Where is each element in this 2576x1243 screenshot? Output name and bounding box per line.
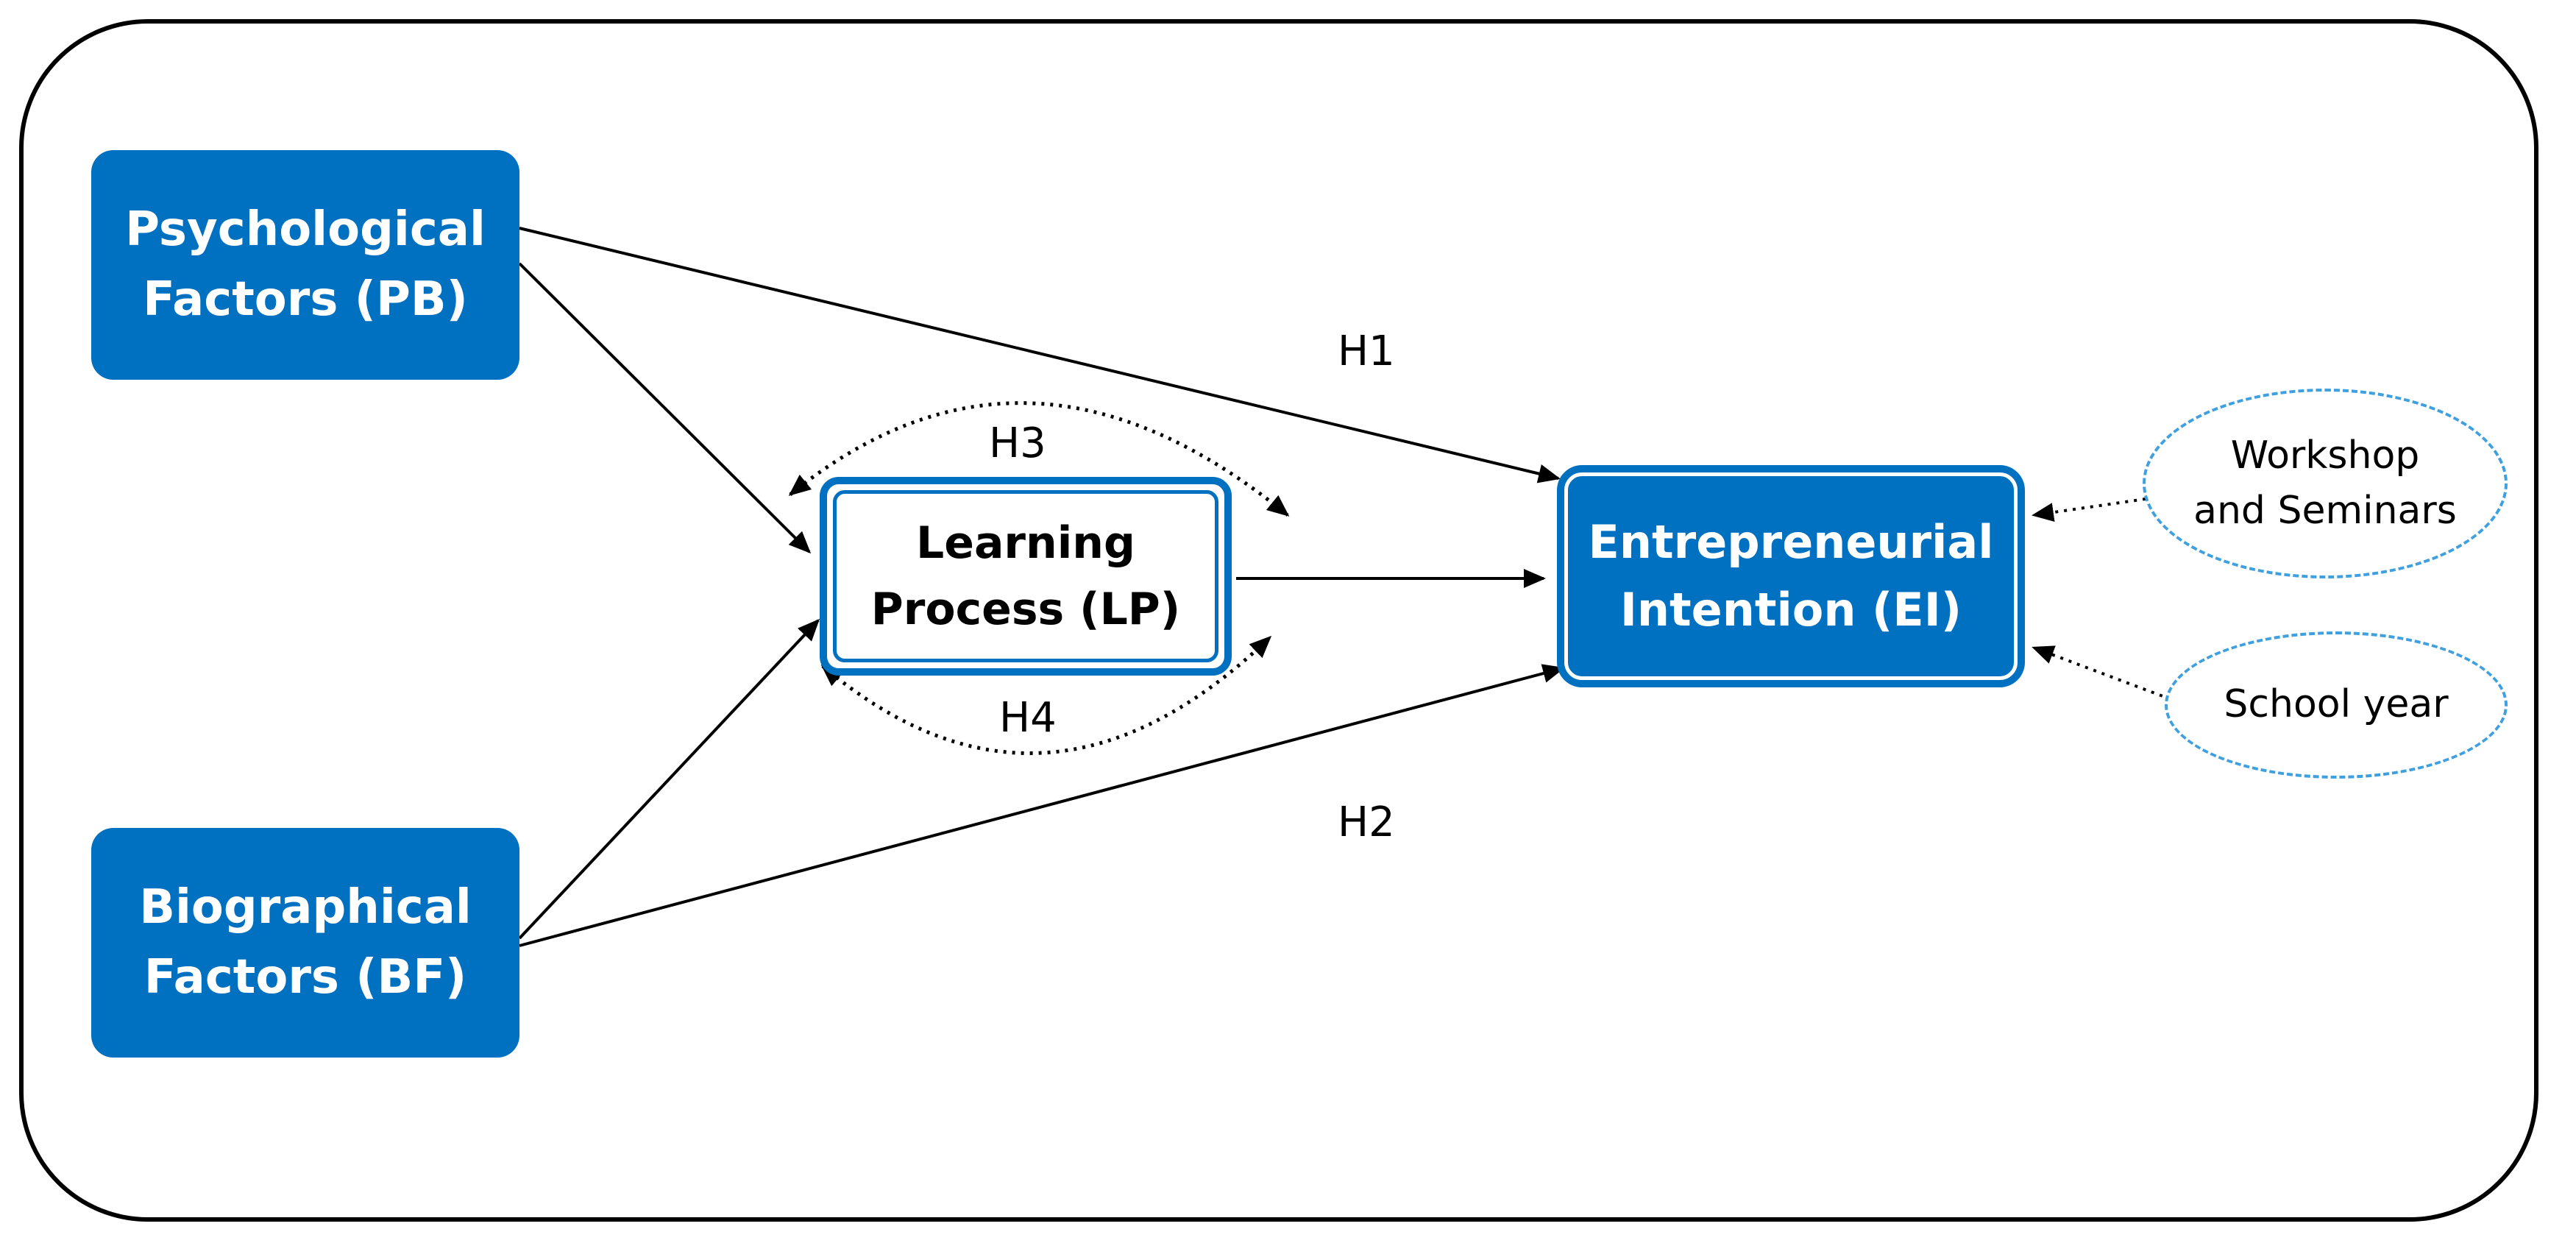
label-h4: H4 <box>999 694 1057 742</box>
node-workshop-line2: and Seminars <box>2193 489 2457 533</box>
arrow-pb-to-lp <box>518 262 812 554</box>
node-biographical-line1: Biographical <box>139 880 472 935</box>
node-learning-line2: Process (LP) <box>870 584 1181 635</box>
node-school-year-label: School year <box>2224 682 2449 727</box>
node-biographical-line2: Factors (BF) <box>143 950 467 1005</box>
node-learning-line1: Learning <box>916 517 1135 569</box>
node-school-year: School year <box>2165 631 2508 779</box>
diagram-frame <box>19 19 2538 1222</box>
node-psychological-line1: Psychological <box>125 202 486 258</box>
node-entrepreneurial-line2: Intention (EI) <box>1619 583 1962 637</box>
node-learning-process: Learning Process (LP) <box>820 477 1232 676</box>
node-psychological-factors: Psychological Factors (PB) <box>91 150 519 380</box>
arrow-bf-to-ei <box>519 664 1565 947</box>
arrow-bf-to-lp <box>518 618 820 940</box>
label-h3: H3 <box>989 419 1046 467</box>
arrow-h3-moderation <box>788 401 1290 517</box>
node-entrepreneurial-intention: Entrepreneurial Intention (EI) <box>1557 465 2025 687</box>
node-psychological-line2: Factors (PB) <box>143 272 468 327</box>
node-workshop-seminars: Workshop and Seminars <box>2143 389 2508 578</box>
node-workshop-line1: Workshop <box>2230 433 2420 478</box>
label-h1: H1 <box>1338 327 1395 375</box>
label-h2: H2 <box>1338 798 1395 846</box>
node-entrepreneurial-line1: Entrepreneurial <box>1588 515 1994 570</box>
arrow-schoolyear-to-ei <box>2032 645 2171 701</box>
arrow-workshop-to-ei <box>2032 497 2146 522</box>
arrow-pb-to-ei <box>519 227 1561 484</box>
node-biographical-factors: Biographical Factors (BF) <box>91 828 519 1058</box>
